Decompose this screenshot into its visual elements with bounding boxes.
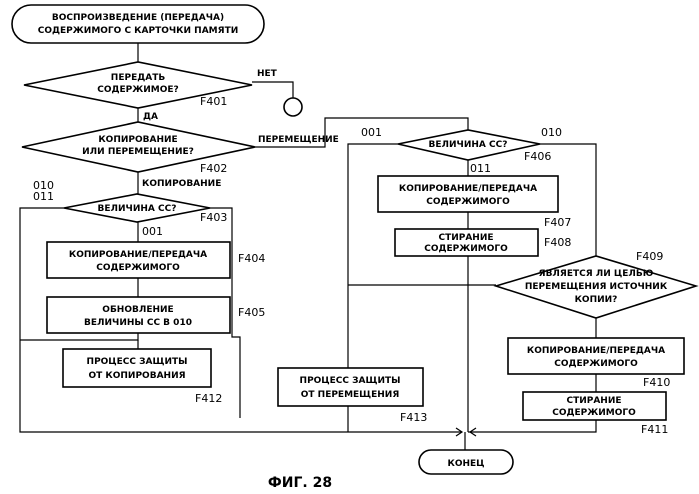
process-f413-text-1: ПРОЦЕСС ЗАЩИТЫ <box>300 376 401 386</box>
process-f411-label: F411 <box>641 423 668 436</box>
decision-f406-branch-001: 001 <box>361 126 382 139</box>
process-f410-text-2: СОДЕРЖИМОГО <box>554 359 638 369</box>
process-f413-text-2: ОТ ПЕРЕМЕЩЕНИЯ <box>301 390 400 400</box>
process-f408-label: F408 <box>544 236 571 249</box>
decision-f406-text: ВЕЛИЧИНА CC? <box>429 140 508 150</box>
process-f410-text-1: КОПИРОВАНИЕ/ПЕРЕДАЧА <box>527 346 665 356</box>
figure-caption: ФИГ. 28 <box>268 475 332 491</box>
process-f413: ПРОЦЕСС ЗАЩИТЫ ОТ ПЕРЕМЕЩЕНИЯ F413 <box>278 368 427 424</box>
decision-f401: ПЕРЕДАТЬ СОДЕРЖИМОЕ? F401 НЕТ ДА <box>24 62 278 122</box>
decision-f402-text-2: ИЛИ ПЕРЕМЕЩЕНИЕ? <box>82 147 194 157</box>
decision-f402-text-1: КОПИРОВАНИЕ <box>98 135 177 145</box>
no-transfer-connector <box>284 98 302 116</box>
start-text-line-2: СОДЕРЖИМОГО С КАРТОЧКИ ПАМЯТИ <box>38 26 239 36</box>
process-f407-text-1: КОПИРОВАНИЕ/ПЕРЕДАЧА <box>399 184 537 194</box>
process-f413-label: F413 <box>400 411 427 424</box>
process-f412-text-1: ПРОЦЕСС ЗАЩИТЫ <box>87 357 188 367</box>
decision-f401-label: F401 <box>200 95 227 108</box>
process-f405-text-1: ОБНОВЛЕНИЕ <box>102 305 173 315</box>
process-f407: КОПИРОВАНИЕ/ПЕРЕДАЧА СОДЕРЖИМОГО F407 <box>378 176 571 229</box>
process-f412: ПРОЦЕСС ЗАЩИТЫ ОТ КОПИРОВАНИЯ F412 <box>63 349 222 405</box>
process-f404-text-1: КОПИРОВАНИЕ/ПЕРЕДАЧА <box>69 250 207 260</box>
process-f410-label: F410 <box>643 376 670 389</box>
process-f404-text-2: СОДЕРЖИМОГО <box>96 263 180 273</box>
process-f412-label: F412 <box>195 392 222 405</box>
end-text: КОНЕЦ <box>447 459 484 469</box>
process-f405-text-2: ВЕЛИЧИНЫ CC В 010 <box>84 318 192 328</box>
decision-f409-label: F409 <box>636 250 663 263</box>
end-terminator: КОНЕЦ <box>419 450 513 474</box>
process-f408-text-1: СТИРАНИЕ <box>438 233 493 243</box>
decision-f409: ЯВЛЯЕТСЯ ЛИ ЦЕЛЬЮ ПЕРЕМЕЩЕНИЯ ИСТОЧНИК К… <box>496 250 696 318</box>
process-f408-text-2: СОДЕРЖИМОГО <box>424 244 508 254</box>
decision-f401-yes-label: ДА <box>143 112 158 122</box>
start-text-line-1: ВОСПРОИЗВЕДЕНИЕ (ПЕРЕДАЧА) <box>52 13 224 23</box>
process-f411-text-1: СТИРАНИЕ <box>566 396 621 406</box>
decision-f409-text-3: КОПИИ? <box>575 295 618 305</box>
process-f405-label: F405 <box>238 306 265 319</box>
decision-f406-branch-010: 010 <box>541 126 562 139</box>
decision-f406: ВЕЛИЧИНА CC? F406 001 010 011 <box>361 126 562 175</box>
decision-f401-text-2: СОДЕРЖИМОЕ? <box>97 85 179 95</box>
decision-f403-branch-001: 001 <box>142 225 163 238</box>
decision-f406-branch-011: 011 <box>470 162 491 175</box>
decision-f403-text: ВЕЛИЧИНА CC? <box>98 204 177 214</box>
decision-f402-copy-label: КОПИРОВАНИЕ <box>142 179 221 189</box>
process-f404-label: F404 <box>238 252 265 265</box>
process-f412-text-2: ОТ КОПИРОВАНИЯ <box>88 371 185 381</box>
process-f408: СТИРАНИЕ СОДЕРЖИМОГО F408 <box>395 229 571 256</box>
decision-f401-no-label: НЕТ <box>257 69 278 79</box>
decision-f403-branch-011: 011 <box>33 190 54 203</box>
decision-f406-label: F406 <box>524 150 551 163</box>
decision-f401-text-1: ПЕРЕДАТЬ <box>111 73 166 83</box>
process-f411-text-2: СОДЕРЖИМОГО <box>552 408 636 418</box>
decision-f402-label: F402 <box>200 162 227 175</box>
decision-f402: КОПИРОВАНИЕ ИЛИ ПЕРЕМЕЩЕНИЕ? F402 ПЕРЕМЕ… <box>22 122 339 189</box>
decision-f409-text-2: ПЕРЕМЕЩЕНИЯ ИСТОЧНИК <box>525 282 668 292</box>
decision-f403-label: F403 <box>200 211 227 224</box>
start-terminator: ВОСПРОИЗВЕДЕНИЕ (ПЕРЕДАЧА) СОДЕРЖИМОГО С… <box>12 5 264 43</box>
decision-f409-text-1: ЯВЛЯЕТСЯ ЛИ ЦЕЛЬЮ <box>539 269 654 279</box>
process-f407-label: F407 <box>544 216 571 229</box>
decision-f402-move-label: ПЕРЕМЕЩЕНИЕ <box>258 135 339 145</box>
process-f407-text-2: СОДЕРЖИМОГО <box>426 197 510 207</box>
